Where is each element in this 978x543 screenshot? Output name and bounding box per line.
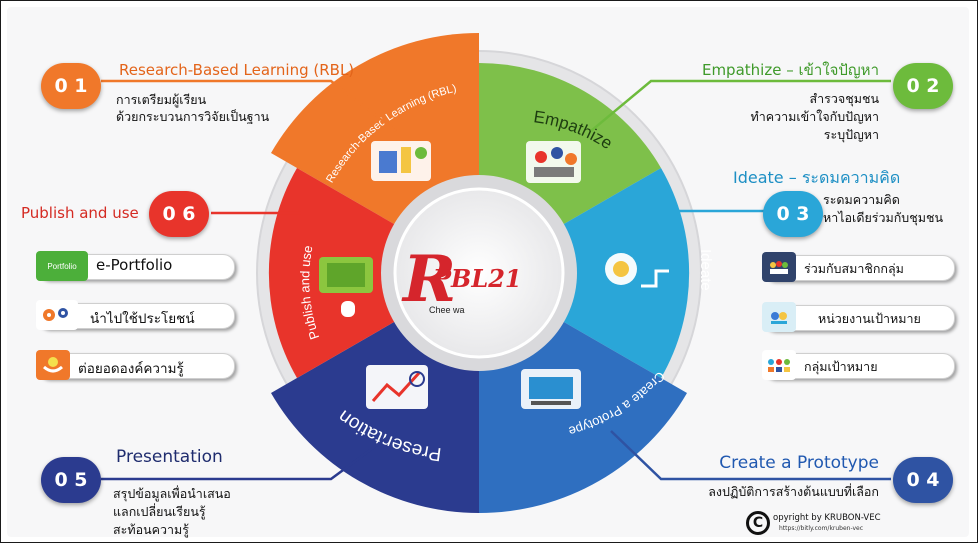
copyright-mark: C bbox=[746, 511, 770, 535]
logo-subtext: Chee wa bbox=[429, 305, 465, 315]
step-05-line-1: สรุปข้อมูลเพื่อนำเสนอ bbox=[113, 486, 231, 501]
step-02-line-1: สำรวจชุมชน bbox=[809, 91, 879, 106]
gears-icon bbox=[36, 300, 78, 330]
right-item-2-label: หน่วยงานเป้าหมาย bbox=[818, 311, 921, 326]
step-03-title: Ideate – ระดมความคิด bbox=[733, 168, 901, 187]
team-icon bbox=[762, 252, 796, 282]
right-item-3: กลุ่มเป้าหมาย bbox=[762, 350, 955, 380]
left-item-1: Portfolio e-Portfolio bbox=[36, 251, 235, 281]
left-item-1-label: e-Portfolio bbox=[96, 256, 173, 274]
left-item-2-label: นำไปใช้ประโยชน์ bbox=[90, 311, 195, 327]
ideate-illustration bbox=[605, 253, 669, 288]
step-02-badge: 0 2 bbox=[893, 63, 953, 109]
left-item-3: ต่อยอดองค์ความรู้ bbox=[36, 350, 235, 380]
idea-hands-icon bbox=[36, 350, 70, 380]
step-01-line-2: ด้วยกระบวนการวิจัยเป็นฐาน bbox=[116, 109, 270, 124]
logo-text: PBL21 bbox=[432, 264, 522, 293]
segment-ideate-label: Ideate bbox=[697, 249, 714, 291]
copyright-url[interactable]: https://bitly.com/kruben-vec bbox=[779, 525, 864, 532]
segment-publish bbox=[268, 168, 479, 378]
step-05-line-2: แลกเปลี่ยนเรียนรู้ bbox=[113, 504, 206, 519]
right-item-3-label: กลุ่มเป้าหมาย bbox=[804, 359, 878, 374]
left-item-3-label: ต่อยอดองค์ความรู้ bbox=[78, 361, 184, 377]
step-03-badge: 0 3 bbox=[763, 191, 823, 237]
prototype-illustration bbox=[521, 369, 581, 409]
right-item-2: หน่วยงานเป้าหมาย bbox=[762, 302, 955, 332]
copyright-mark-letter: C bbox=[752, 515, 764, 531]
publish-illustration bbox=[319, 257, 373, 317]
copyright-text: opyright by KRUBON-VEC bbox=[773, 513, 881, 523]
step-06-badge: 0 6 bbox=[149, 191, 209, 237]
step-04-line-1: ลงปฏิบัติการสร้างต้นแบบที่เลือก bbox=[708, 484, 879, 499]
presentation-illustration bbox=[366, 365, 428, 409]
step-04-title: Create a Prototype bbox=[719, 453, 879, 473]
step-04-badge: 0 4 bbox=[893, 457, 953, 503]
organization-icon bbox=[762, 302, 796, 332]
empathize-illustration bbox=[526, 141, 581, 183]
rbl-illustration bbox=[371, 141, 431, 181]
step-06-title: Publish and use bbox=[21, 204, 139, 222]
target-group-icon bbox=[762, 350, 796, 380]
logo-letter: R bbox=[401, 242, 456, 317]
segment-ideate bbox=[479, 168, 690, 378]
step-01-title: Research-Based Learning (RBL) bbox=[119, 61, 355, 79]
step-05-line-3: สะท้อนความรู้ bbox=[113, 522, 189, 537]
step-05-badge: 0 5 bbox=[41, 457, 101, 503]
eportfolio-icon-text: Portfolio bbox=[47, 261, 77, 271]
step-03-line-1: ระดมความคิด bbox=[823, 192, 900, 207]
right-item-1-label: ร่วมกับสมาชิกกลุ่ม bbox=[804, 261, 904, 276]
center-logo-disc bbox=[393, 187, 565, 359]
connector-lines bbox=[101, 79, 891, 481]
step-03-line-2: หาไอเดียร่วมกับชุมชน bbox=[823, 210, 943, 225]
step-02-title: Empathize – เข้าใจปัญหา bbox=[701, 61, 879, 79]
step-05-title: Presentation bbox=[116, 447, 223, 467]
right-item-1: ร่วมกับสมาชิกกลุ่ม bbox=[762, 252, 955, 282]
eportfolio-icon: Portfolio bbox=[36, 251, 88, 281]
step-02-line-2: ทำความเข้าใจกับปัญหา bbox=[750, 109, 879, 124]
step-01-line-1: การเตรียมผู้เรียน bbox=[116, 92, 207, 107]
step-02-line-3: ระบุปัญหา bbox=[823, 127, 879, 142]
left-item-2: นำไปใช้ประโยชน์ bbox=[36, 300, 235, 330]
step-01-badge: 0 1 bbox=[41, 63, 101, 109]
